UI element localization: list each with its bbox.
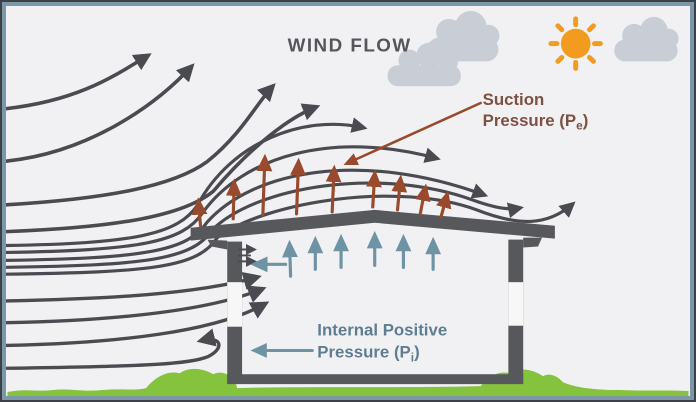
diagram-canvas: WIND FLOW Suction Pressure (Pe) Internal… — [6, 10, 689, 396]
cloud-icon — [387, 42, 461, 87]
window-opening-right — [508, 282, 524, 326]
suction-pressure-label: Suction Pressure (Pe) — [483, 90, 589, 133]
floor-slab — [227, 374, 524, 385]
suction-pressure-up-arrows — [191, 153, 452, 228]
window-opening-left — [227, 282, 243, 327]
svg-text:Suction: Suction — [483, 90, 545, 109]
wind-flow-title: WIND FLOW — [288, 35, 412, 56]
cloud-icon — [614, 16, 679, 62]
internal-pressure-label: Internal Positive Pressure (Pi) — [317, 321, 447, 365]
sun-icon — [548, 16, 603, 71]
building — [190, 209, 555, 385]
suction-label-leader-arrow — [343, 101, 482, 166]
left-eave-bracket — [207, 239, 228, 250]
right-eave-bracket — [523, 237, 543, 248]
roof — [190, 209, 555, 241]
svg-text:Pressure (Pi): Pressure (Pi) — [317, 342, 419, 364]
svg-text:Internal Positive: Internal Positive — [317, 321, 447, 340]
svg-text:Pressure (Pe): Pressure (Pe) — [483, 111, 589, 133]
internal-pressure-up-arrows — [250, 230, 442, 278]
